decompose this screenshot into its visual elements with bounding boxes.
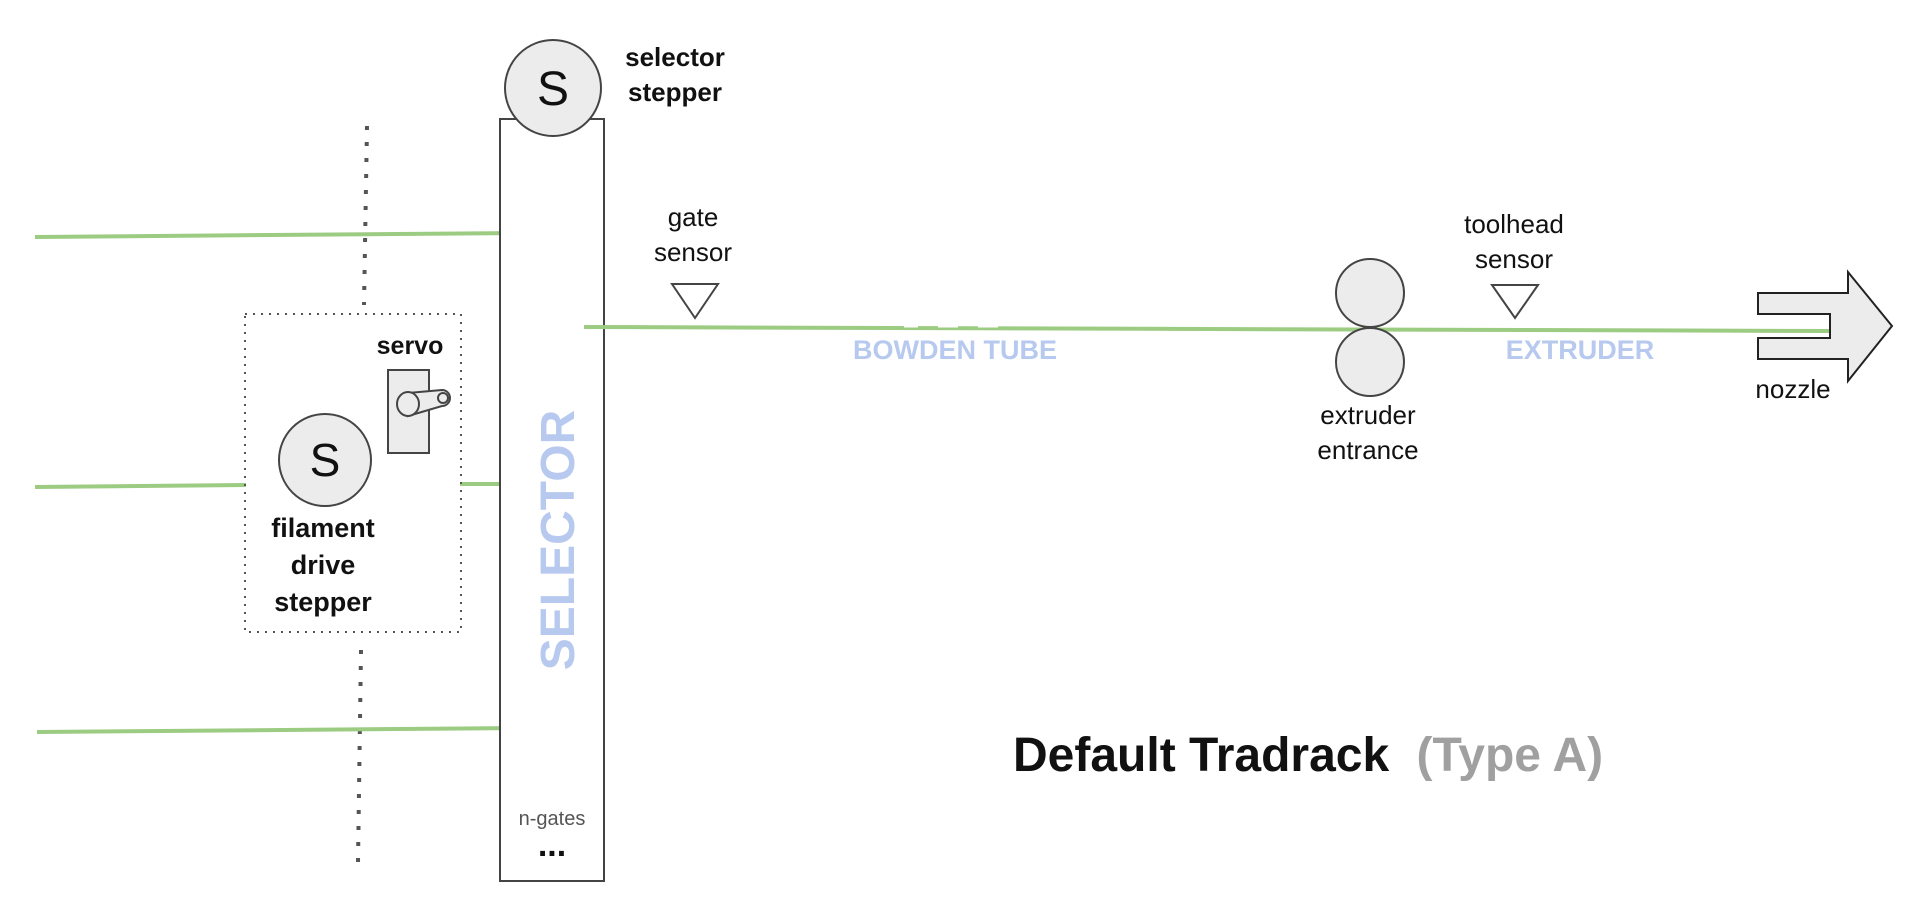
filament-input-bottom bbox=[36, 726, 521, 734]
gate-axis-dotted-lower bbox=[356, 649, 363, 863]
servo bbox=[387, 369, 451, 454]
filament-drive-stepper-label-1: filament bbox=[271, 513, 375, 543]
extruder-entrance-label-1: extruder bbox=[1320, 400, 1416, 430]
gate-sensor-label-2: sensor bbox=[654, 237, 732, 267]
gate-axis-dotted-upper bbox=[362, 125, 369, 306]
selector-stepper-label-2: stepper bbox=[628, 77, 722, 107]
extruder-entrance-roller-bottom bbox=[1335, 327, 1405, 397]
selector-label: SELECTOR bbox=[532, 410, 585, 670]
toolhead-sensor-label-2: sensor bbox=[1475, 244, 1553, 274]
filament-drive-stepper-label-2: drive bbox=[291, 550, 356, 580]
diagram-title-variant: (Type A) bbox=[1417, 729, 1604, 782]
servo-hub bbox=[396, 391, 420, 417]
nozzle-label: nozzle bbox=[1755, 374, 1830, 404]
filament-path-main bbox=[583, 325, 1837, 333]
extruder-entrance-roller-top bbox=[1335, 258, 1405, 328]
filament-drive-stepper-icon bbox=[278, 413, 372, 507]
filament-input-top bbox=[34, 231, 519, 239]
selector-stepper-label-1: selector bbox=[625, 42, 725, 72]
drive-module-enclosure bbox=[244, 313, 462, 633]
gate-sensor-icon bbox=[670, 283, 720, 320]
filament-input-middle-left bbox=[34, 483, 247, 489]
selector-rail bbox=[499, 118, 605, 882]
selector-stepper-symbol: S bbox=[537, 63, 569, 116]
gate-sensor-label-1: gate bbox=[668, 202, 719, 232]
selector-stepper-icon bbox=[504, 39, 602, 137]
servo-label: servo bbox=[377, 332, 444, 360]
n-gates-ellipsis: ... bbox=[538, 826, 566, 864]
filament-drive-stepper-symbol: S bbox=[310, 434, 341, 486]
toolhead-sensor-label-1: toolhead bbox=[1464, 209, 1564, 239]
extruder-label: EXTRUDER bbox=[1506, 335, 1655, 365]
toolhead-sensor-icon bbox=[1490, 284, 1540, 320]
diagram-title: Default Tradrack (Type A) bbox=[1013, 729, 1603, 782]
nozzle-arrow-icon bbox=[1757, 269, 1894, 384]
diagram-title-main: Default Tradrack bbox=[1013, 729, 1389, 782]
extruder-entrance-label-2: entrance bbox=[1317, 435, 1418, 465]
n-gates-label: n-gates bbox=[519, 808, 586, 830]
filament-drive-stepper-label-3: stepper bbox=[274, 587, 372, 617]
servo-horn-tip bbox=[437, 392, 449, 404]
bowden-tube-label: BOWDEN TUBE bbox=[853, 335, 1057, 365]
